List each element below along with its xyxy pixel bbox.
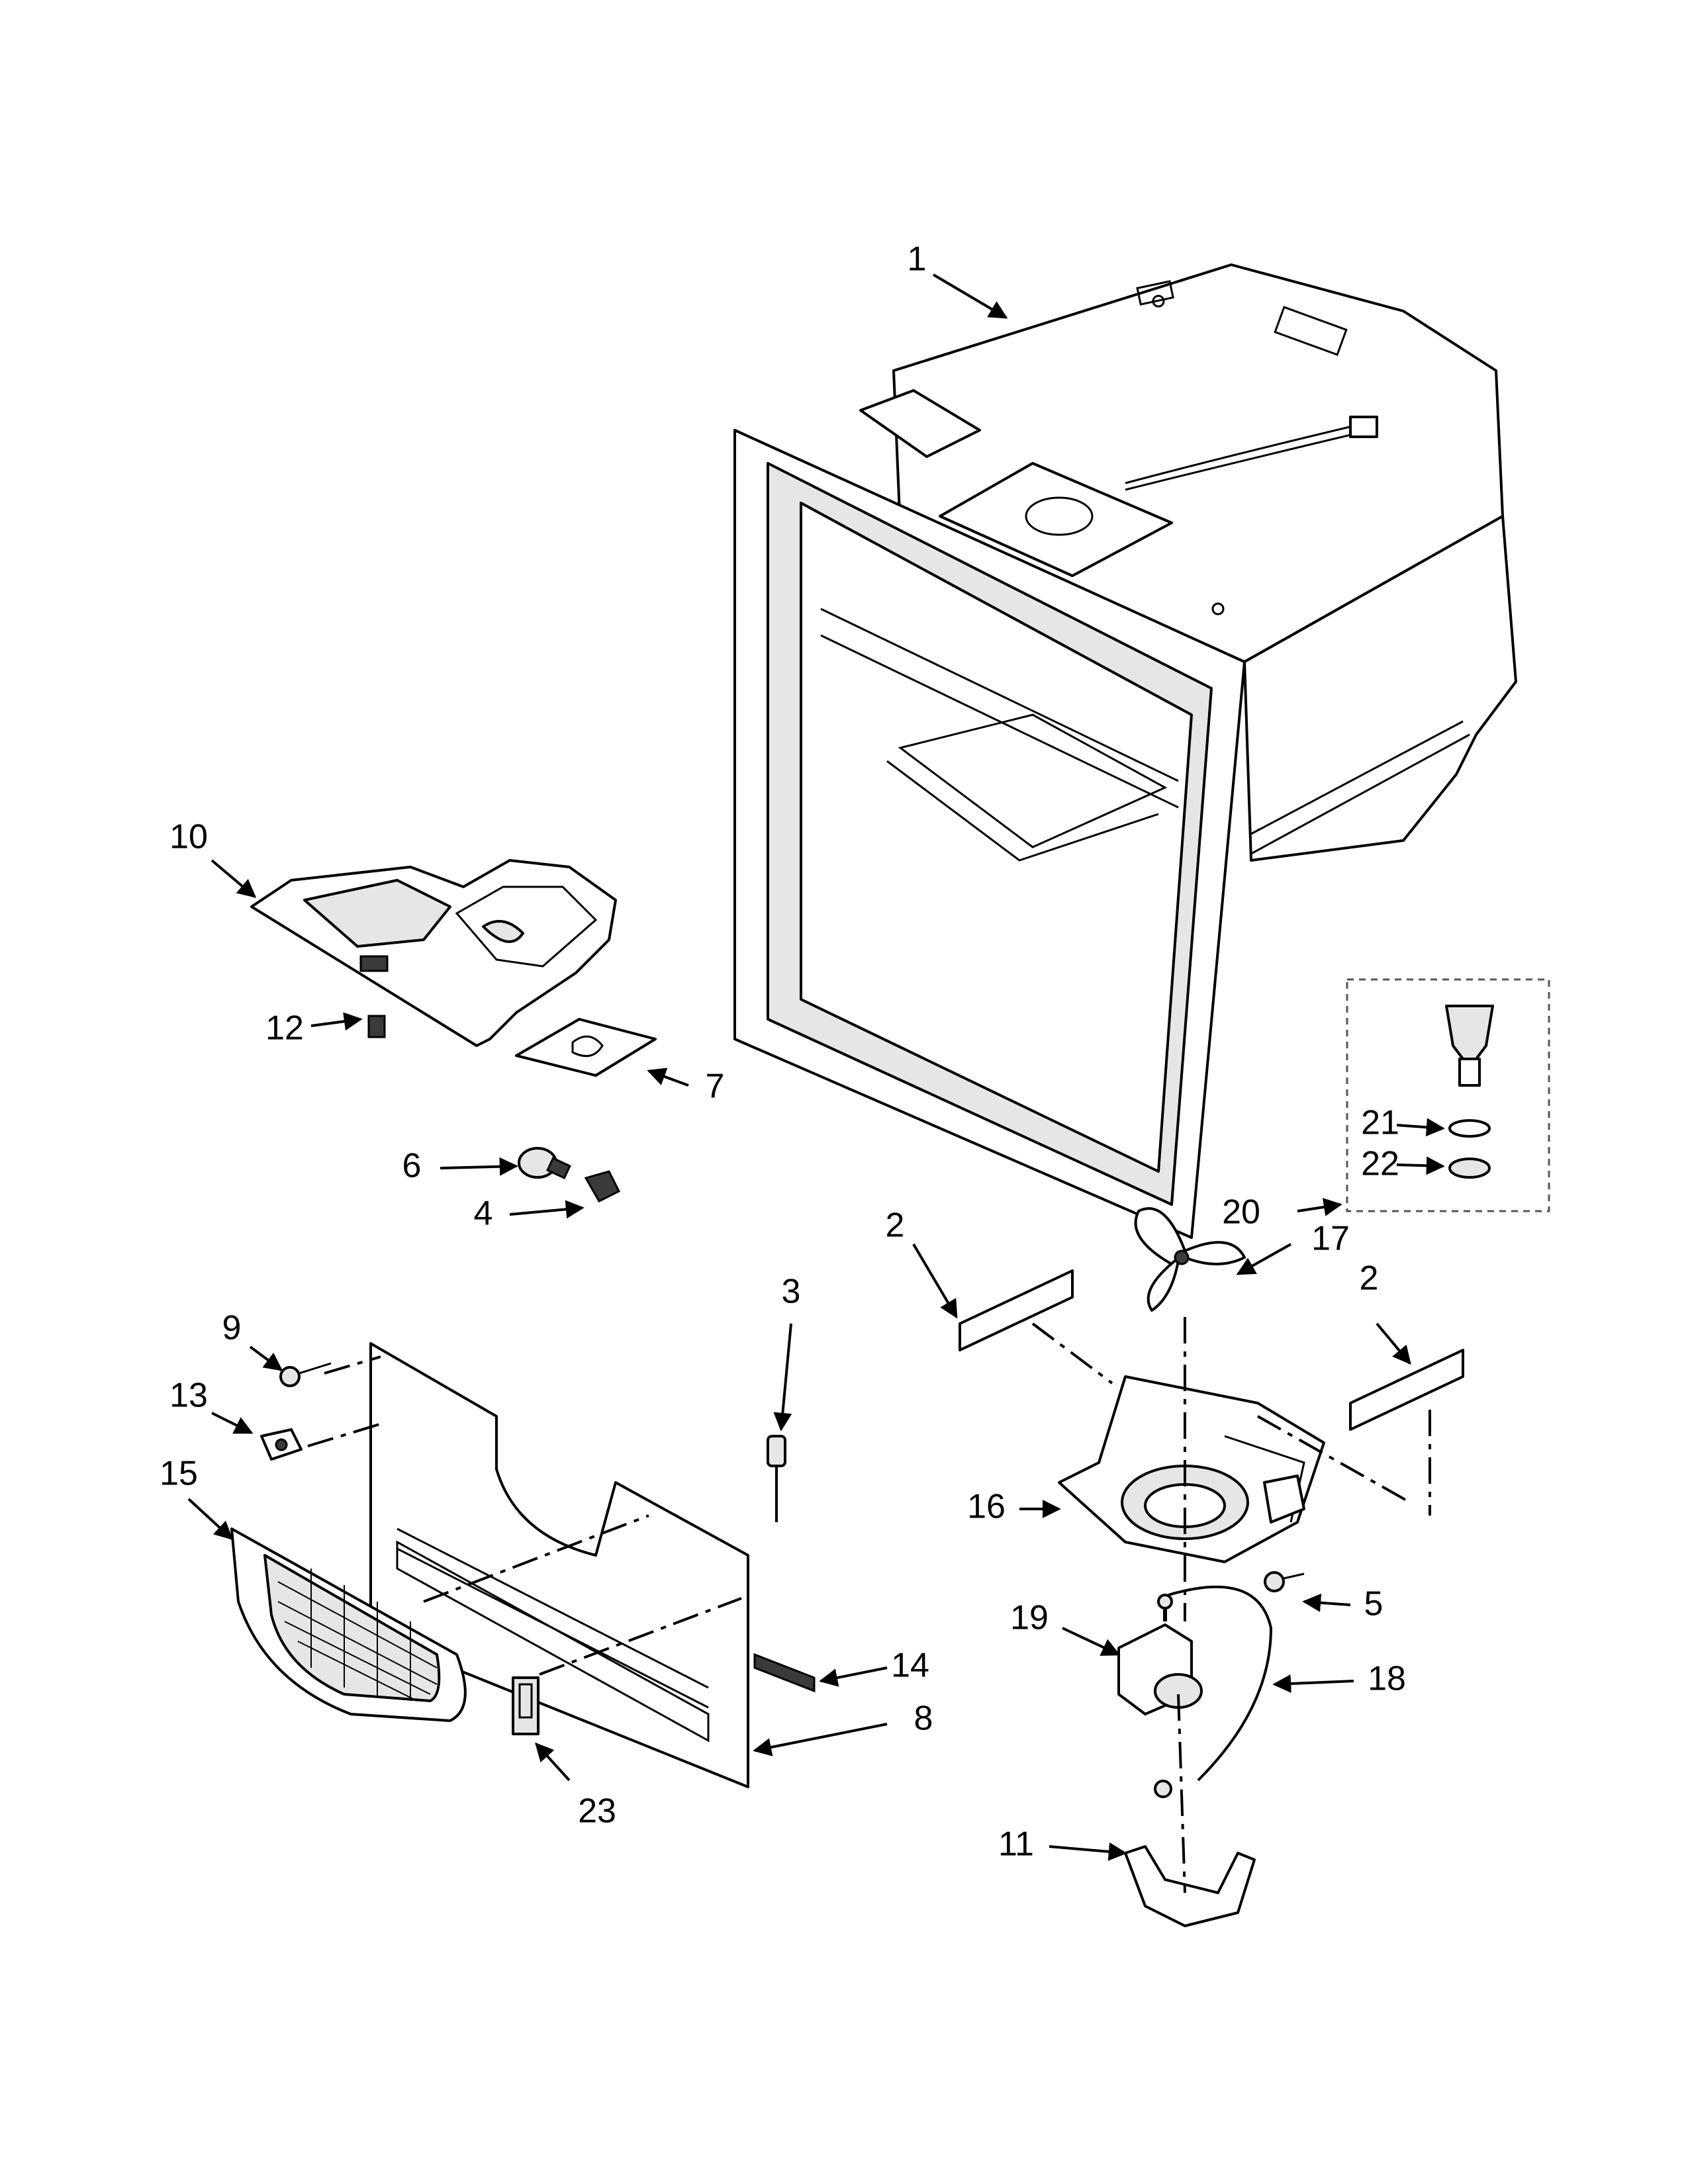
callout-13: 13 — [169, 1377, 208, 1415]
callout-8: 8 — [914, 1700, 933, 1738]
callout-16: 16 — [967, 1488, 1006, 1526]
strip-part-14 — [753, 1653, 816, 1693]
callout-22: 22 — [1361, 1145, 1399, 1183]
callout-14: 14 — [891, 1647, 929, 1685]
screw-part-9 — [279, 1362, 332, 1387]
grille-part-15 — [230, 1527, 467, 1722]
callout-18: 18 — [1368, 1660, 1406, 1698]
bracket-part-13 — [260, 1428, 303, 1461]
socket-part-4 — [584, 1170, 621, 1203]
freezer-liner-part — [733, 263, 1517, 1239]
callout-4: 4 — [474, 1195, 493, 1233]
parts-group-20 — [1346, 978, 1550, 1212]
motor-bracket-part-11 — [1124, 1845, 1256, 1927]
callout-20: 20 — [1222, 1193, 1260, 1232]
callout-10: 10 — [169, 818, 208, 856]
callout-labels: 1 2 2 3 4 5 6 7 8 9 10 11 12 13 14 15 16… — [160, 240, 1406, 1864]
callout-11: 11 — [998, 1825, 1034, 1864]
fan-shroud-part-16 — [1058, 1375, 1325, 1563]
sensor-part-3 — [767, 1435, 786, 1522]
callout-2a: 2 — [886, 1206, 905, 1245]
clip-part-23 — [512, 1676, 539, 1735]
switch-part-12 — [367, 1015, 386, 1038]
bracket-part-10 — [250, 859, 617, 1047]
callout-6: 6 — [402, 1147, 422, 1185]
callout-23: 23 — [578, 1792, 616, 1831]
screw-part-5 — [1264, 1571, 1305, 1592]
callout-7: 7 — [706, 1068, 725, 1106]
callout-5: 5 — [1364, 1585, 1383, 1623]
callout-19: 19 — [1010, 1599, 1049, 1637]
wire-part-18 — [1154, 1585, 1273, 1798]
pad-part-2b — [1349, 1349, 1464, 1431]
callout-15: 15 — [160, 1455, 198, 1493]
motor-part-19 — [1117, 1594, 1203, 1715]
pad-part-2a — [959, 1269, 1074, 1351]
leader-arrows — [187, 273, 1445, 1861]
callout-2b: 2 — [1360, 1259, 1379, 1298]
callout-1: 1 — [908, 240, 927, 279]
callout-17: 17 — [1311, 1220, 1350, 1258]
callout-12: 12 — [265, 1009, 304, 1048]
rear-panel-part-8 — [369, 1342, 749, 1788]
callout-3: 3 — [782, 1273, 801, 1311]
callout-21: 21 — [1361, 1104, 1399, 1142]
pad-part-7 — [515, 1018, 657, 1077]
assembly-lines — [307, 1317, 1431, 1893]
fan-blade-part-17 — [1134, 1207, 1246, 1312]
callout-9: 9 — [222, 1309, 242, 1347]
lamp-part-6 — [518, 1147, 571, 1179]
